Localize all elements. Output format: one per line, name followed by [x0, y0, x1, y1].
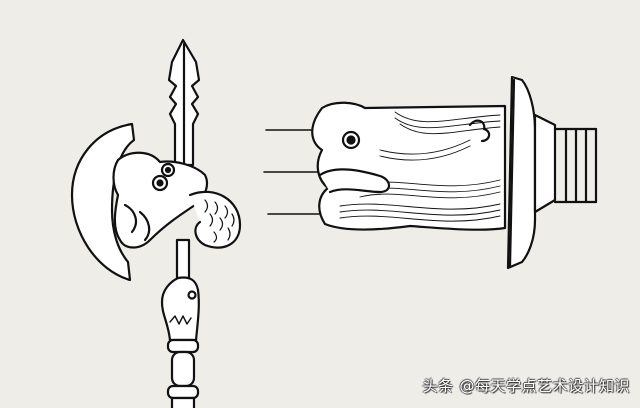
- dragon-hilt-figure: [311, 75, 598, 270]
- watermark-platform: 头条: [422, 377, 454, 395]
- hilt-guard: [506, 75, 537, 270]
- watermark-account: @每天学点艺术设计知识: [459, 377, 630, 395]
- watermark: 头条 @每天学点艺术设计知识: [422, 375, 630, 396]
- shaft-dragon-ornament: [160, 276, 200, 342]
- dragon-axe-figure: [70, 38, 242, 408]
- hilt-grip-rings: [553, 127, 598, 204]
- dragon-coil: [188, 190, 242, 249]
- hilt-collar: [533, 113, 557, 214]
